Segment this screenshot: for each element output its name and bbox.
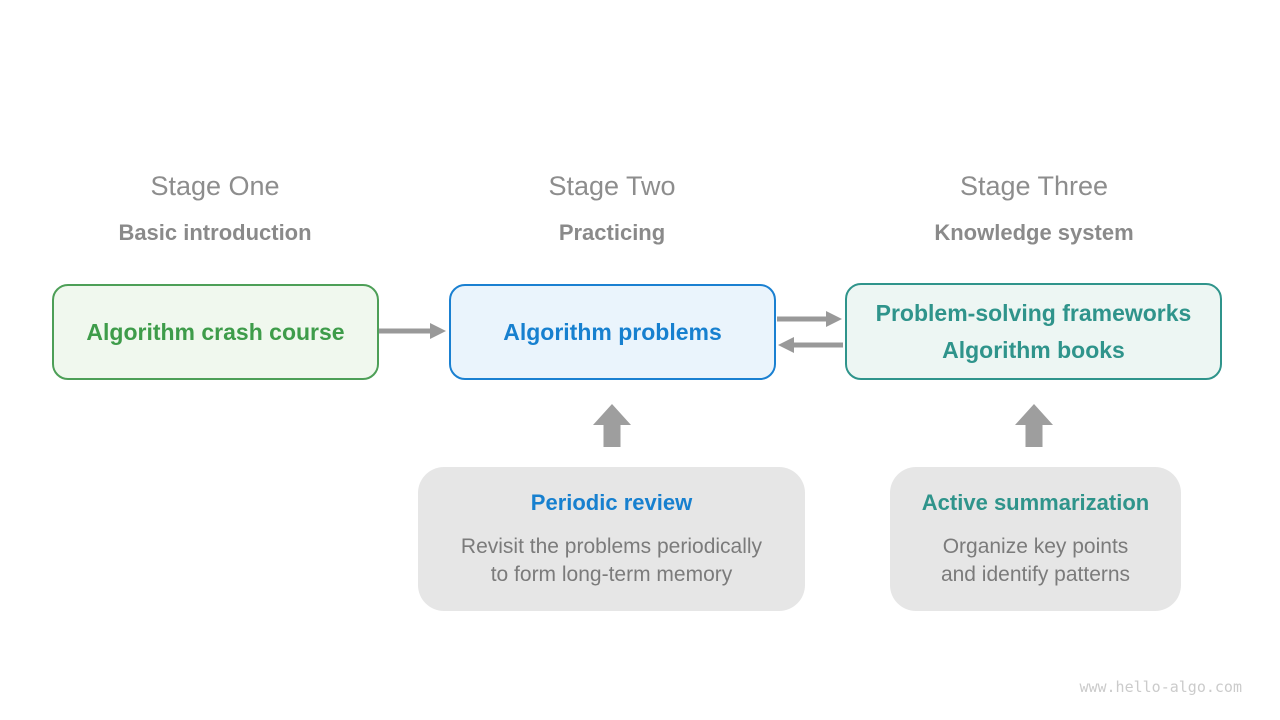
algorithm-problems-label: Algorithm problems — [503, 318, 722, 345]
stage-one-title: Stage One — [150, 171, 280, 201]
active-summarization-body-line: and identify patterns — [940, 563, 1131, 586]
algorithm-crash-course-box: Algorithm crash course — [52, 284, 379, 380]
problem-solving-frameworks-label: Problem-solving frameworks — [875, 299, 1192, 326]
stage-two-subtitle: Practicing — [558, 220, 666, 245]
arrow-right-icon — [777, 311, 842, 327]
stage-three-subtitle: Knowledge system — [934, 220, 1134, 245]
stage-one-subtitle: Basic introduction — [118, 220, 312, 245]
knowledge-system-box: Problem-solving frameworks Algorithm boo… — [845, 283, 1222, 380]
periodic-review-body-line: Revisit the problems periodically — [460, 535, 763, 558]
algorithm-crash-course-label: Algorithm crash course — [86, 318, 345, 345]
algorithm-problems-box: Algorithm problems — [449, 284, 776, 380]
periodic-review-body-line: to form long-term memory — [490, 563, 733, 586]
periodic-review-body: Revisit the problems periodically to for… — [461, 533, 762, 589]
stage-two-header: Stage Two Practicing — [412, 170, 812, 246]
active-summarization-body-line: Organize key points — [942, 535, 1129, 558]
stage-one-header: Stage One Basic introduction — [15, 170, 415, 246]
arrow-up-icon — [593, 404, 631, 447]
watermark: www.hello-algo.com — [1079, 678, 1242, 696]
active-summarization-note: Active summarization Organize key points… — [890, 467, 1181, 611]
active-summarization-body: Organize key points and identify pattern… — [941, 533, 1130, 589]
periodic-review-note: Periodic review Revisit the problems per… — [418, 467, 805, 611]
algorithm-books-label: Algorithm books — [942, 336, 1125, 363]
arrow-up-icon — [1015, 404, 1053, 447]
stage-two-title: Stage Two — [548, 171, 676, 201]
arrow-left-icon — [778, 337, 843, 353]
stage-three-title: Stage Three — [959, 171, 1109, 201]
arrow-right-icon — [379, 323, 446, 339]
stage-three-header: Stage Three Knowledge system — [834, 170, 1234, 246]
periodic-review-title: Periodic review — [530, 490, 693, 515]
active-summarization-title: Active summarization — [921, 490, 1150, 515]
